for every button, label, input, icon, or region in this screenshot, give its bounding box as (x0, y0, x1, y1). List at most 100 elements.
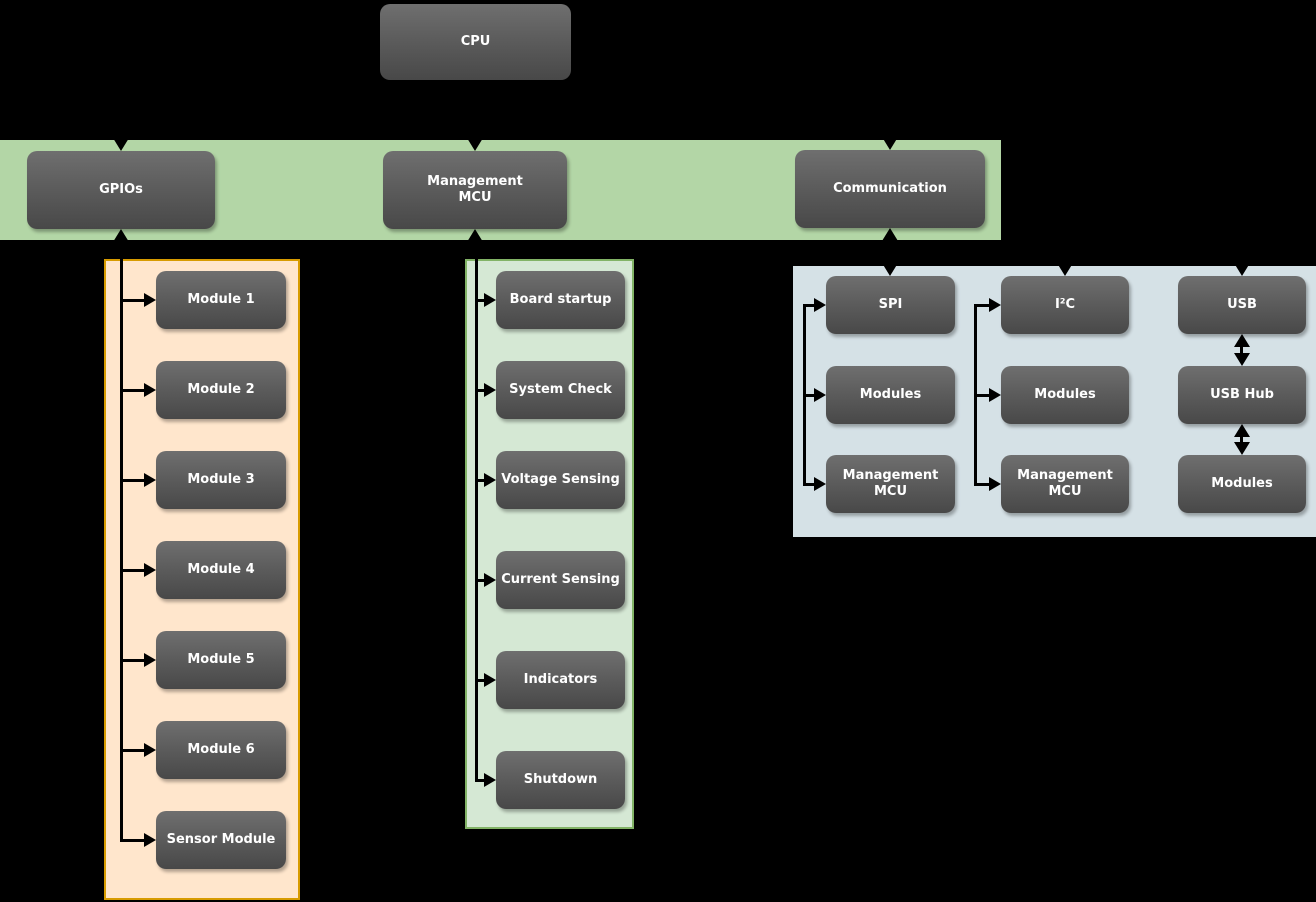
node-gpios: GPIOs (27, 151, 215, 229)
node-module-4: Module 4 (156, 541, 286, 599)
node-spi-label: SPI (878, 296, 903, 312)
node-module-1-label: Module 1 (187, 291, 255, 307)
arrow-communication-to-i2c (1057, 263, 1073, 276)
node-communication-label: Communication (833, 180, 947, 196)
arrowhead-mcu-system-check (484, 383, 496, 397)
node-system-check: System Check (496, 361, 625, 419)
edge-mcu-current-sensing (475, 579, 487, 582)
arrowhead-spi (814, 298, 826, 312)
arrowhead-i2c-management-mcu (989, 477, 1001, 491)
edge-gpio-module-2 (120, 389, 146, 392)
edge-mcu-system-check (475, 389, 487, 392)
edge-gpio-module-3 (120, 479, 146, 482)
arrow-cpu-to-communication (882, 137, 898, 150)
node-shutdown: Shutdown (496, 751, 625, 809)
node-i2c-modules: Modules (1001, 366, 1129, 424)
mcu-tasks-panel (465, 259, 634, 829)
node-spi-modules-label: Modules (859, 386, 922, 402)
node-system-check-label: System Check (509, 381, 612, 397)
arrowhead-mcu-voltage-sensing (484, 473, 496, 487)
node-current-sensing: Current Sensing (496, 551, 625, 609)
node-cpu-label: CPU (460, 33, 491, 49)
edge-gpio-sensor-module (120, 839, 146, 842)
edge-gpio-module-5 (120, 659, 146, 662)
node-usb-hub-label: USB Hub (1210, 386, 1274, 402)
node-module-5: Module 5 (156, 631, 286, 689)
edge-usbhub-modules (1240, 435, 1243, 444)
arrowhead-gpio-module-2 (144, 383, 156, 397)
edge-usb-usbhub (1240, 345, 1243, 355)
node-indicators-label: Indicators (523, 671, 598, 687)
node-module-4-label: Module 4 (187, 561, 255, 577)
node-module-2: Module 2 (156, 361, 286, 419)
edge-i2c-management-mcu (974, 483, 990, 486)
node-module-3-label: Module 3 (187, 471, 255, 487)
node-module-2-label: Module 2 (187, 381, 255, 397)
node-i2c-label: I²C (1054, 296, 1076, 312)
node-module-3: Module 3 (156, 451, 286, 509)
arrowhead-spi-modules (814, 388, 826, 402)
arrowhead-gpio-module-3 (144, 473, 156, 487)
arrowhead-gpio-module-5 (144, 653, 156, 667)
arrow-tasks-to-mcu (467, 229, 483, 242)
arrow-communication-to-spi (882, 263, 898, 276)
edge-spi-modules (803, 394, 816, 397)
edge-gpio-module-4 (120, 569, 146, 572)
node-usb-modules: Modules (1178, 455, 1306, 513)
node-usb: USB (1178, 276, 1306, 334)
edge-spi (803, 304, 816, 307)
arrowhead-gpio-module-4 (144, 563, 156, 577)
arrow-communication-to-usb (1234, 263, 1250, 276)
arrowhead-gpio-module-6 (144, 743, 156, 757)
node-management-mcu-label: Management MCU (427, 173, 523, 205)
node-i2c-management-mcu-label: Management MCU (1017, 467, 1113, 499)
mcu-trunk-line (475, 259, 478, 781)
arrowhead-spi-management-mcu (814, 477, 826, 491)
edge-mcu-indicators (475, 679, 487, 682)
node-sensor-module: Sensor Module (156, 811, 286, 869)
node-spi-management-mcu-label: Management MCU (842, 467, 939, 499)
node-current-sensing-label: Current Sensing (501, 571, 620, 587)
arrowhead-gpio-sensor-module (144, 833, 156, 847)
arrow-cpu-to-mcu (467, 138, 483, 151)
arrow-buses-to-communication (882, 228, 898, 241)
node-voltage-sensing-label: Voltage Sensing (501, 471, 620, 487)
node-management-mcu: Management MCU (383, 151, 567, 229)
node-board-startup: Board startup (496, 271, 625, 329)
arrowhead-usb-hub-up (1234, 334, 1250, 347)
node-i2c: I²C (1001, 276, 1129, 334)
edge-gpio-module-1 (120, 299, 146, 302)
node-spi-modules: Modules (826, 366, 955, 424)
node-usb-label: USB (1227, 296, 1257, 312)
node-indicators: Indicators (496, 651, 625, 709)
arrowhead-usb-hub-down (1234, 353, 1250, 366)
gpio-trunk-line (120, 259, 123, 841)
node-module-1: Module 1 (156, 271, 286, 329)
edge-mcu-board-startup (475, 299, 487, 302)
edge-mcu-voltage-sensing (475, 479, 487, 482)
node-usb-modules-label: Modules (1211, 475, 1273, 491)
arrowhead-mcu-shutdown (484, 773, 496, 787)
node-i2c-modules-label: Modules (1034, 386, 1096, 402)
edge-spi-management-mcu (803, 483, 816, 486)
arrowhead-gpio-module-1 (144, 293, 156, 307)
node-usb-hub: USB Hub (1178, 366, 1306, 424)
arrowhead-i2c (989, 298, 1001, 312)
edge-i2c-modules (974, 394, 990, 397)
arrowhead-hub-modules-up (1234, 424, 1250, 437)
arrowhead-mcu-current-sensing (484, 573, 496, 587)
arrowhead-mcu-board-startup (484, 293, 496, 307)
node-board-startup-label: Board startup (509, 291, 612, 307)
node-gpios-label: GPIOs (99, 181, 143, 197)
node-communication: Communication (795, 150, 985, 228)
node-module-6-label: Module 6 (187, 741, 255, 757)
node-sensor-module-label: Sensor Module (166, 831, 276, 847)
node-module-6: Module 6 (156, 721, 286, 779)
node-shutdown-label: Shutdown (523, 771, 598, 787)
node-module-5-label: Module 5 (187, 651, 255, 667)
edge-i2c (974, 304, 990, 307)
arrowhead-mcu-indicators (484, 673, 496, 687)
arrow-cpu-to-gpios (113, 138, 129, 151)
node-spi: SPI (826, 276, 955, 334)
